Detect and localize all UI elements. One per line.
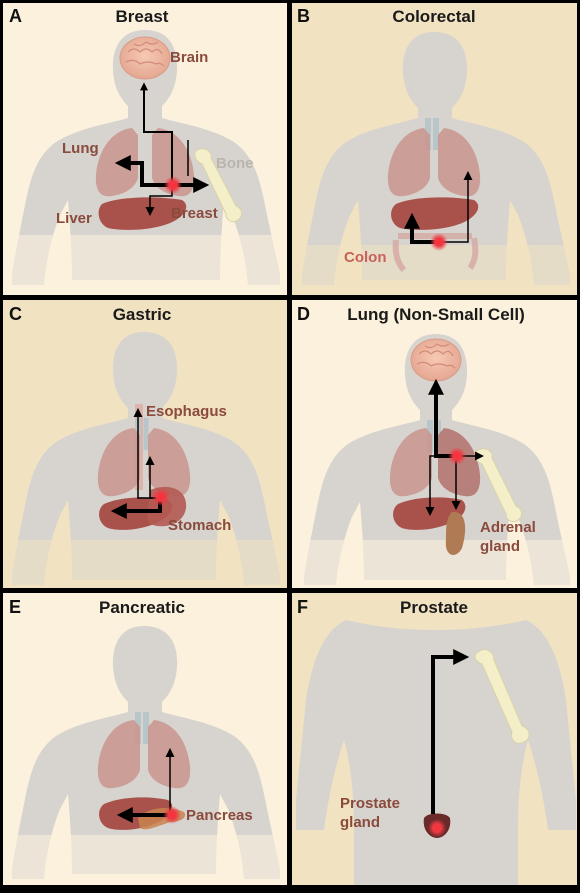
body-silhouette [296,620,576,885]
panel-title: Lung (Non-Small Cell) [347,305,525,324]
esophagus-label: Esophagus [146,403,227,420]
panel-letter: C [9,304,22,324]
panel-letter: F [297,597,308,617]
tumor-icon [152,488,170,506]
bone-icon [474,448,523,523]
arrow-to-brain [140,82,173,185]
panel-d-lung: D Lung (Non-Small Cell) Adrenal gland [292,300,577,588]
liver-label: Liver [56,210,92,227]
pancreas-label: Pancreas [186,807,253,824]
body-silhouette [302,32,570,285]
arrow-to-lung [114,155,172,187]
colon-label: Colon [344,249,387,266]
arrow-to-bone [431,649,470,814]
tumor-icon [430,233,448,251]
prostate-label-line1: Prostate [340,795,400,812]
left-lung-icon [97,428,140,497]
panel-e-pancreatic: E Pancreatic Pancreas [3,593,287,885]
panel-title: Colorectal [392,7,475,26]
panel-letter: D [297,304,310,324]
brain-icon [119,36,171,80]
panel-f-prostate: F Prostate Prostate gland [292,593,577,885]
prostate-label-line2: gland [340,814,380,831]
adrenal-label-line2: gland [480,538,520,555]
tumor-icon [428,819,446,837]
body-silhouette [12,30,280,285]
panel-letter: A [9,6,22,26]
left-lung-icon [97,720,140,789]
panel-letter: E [9,597,21,617]
panel-c-gastric: C Gastric Esophagus Stomach [3,300,287,588]
lung-label: Lung [62,140,99,157]
left-lung-icon [389,428,432,497]
panel-a-breast: A Breast Brain Lung Bone Liver Breast [3,3,287,295]
breast-label: Breast [171,205,218,222]
panel-title: Prostate [400,598,468,617]
panel-title: Gastric [113,305,172,324]
body-silhouette [304,334,570,585]
arrow-to-liver [425,455,436,517]
bone-icon [474,649,530,744]
stomach-label: Stomach [168,517,231,534]
tumor-icon [448,447,466,465]
liver-icon [98,197,187,230]
adrenal-label-line1: Adrenal [480,519,536,536]
body-silhouette [12,626,280,879]
panel-letter: B [297,6,310,26]
panel-title: Breast [116,7,169,26]
left-lung-icon [387,128,430,197]
panel-title: Pancreatic [99,598,185,617]
bone-icon [194,148,243,223]
bone-label: Bone [216,155,254,172]
right-lung-icon [152,128,195,197]
right-lung-icon [148,428,191,497]
panel-b-colorectal: B Colorectal Colon [292,3,577,295]
tumor-icon [163,806,181,824]
tumor-icon [164,176,182,194]
arrow-to-liver [404,212,438,244]
adrenal-gland-icon [445,511,466,555]
brain-label: Brain [170,49,208,66]
